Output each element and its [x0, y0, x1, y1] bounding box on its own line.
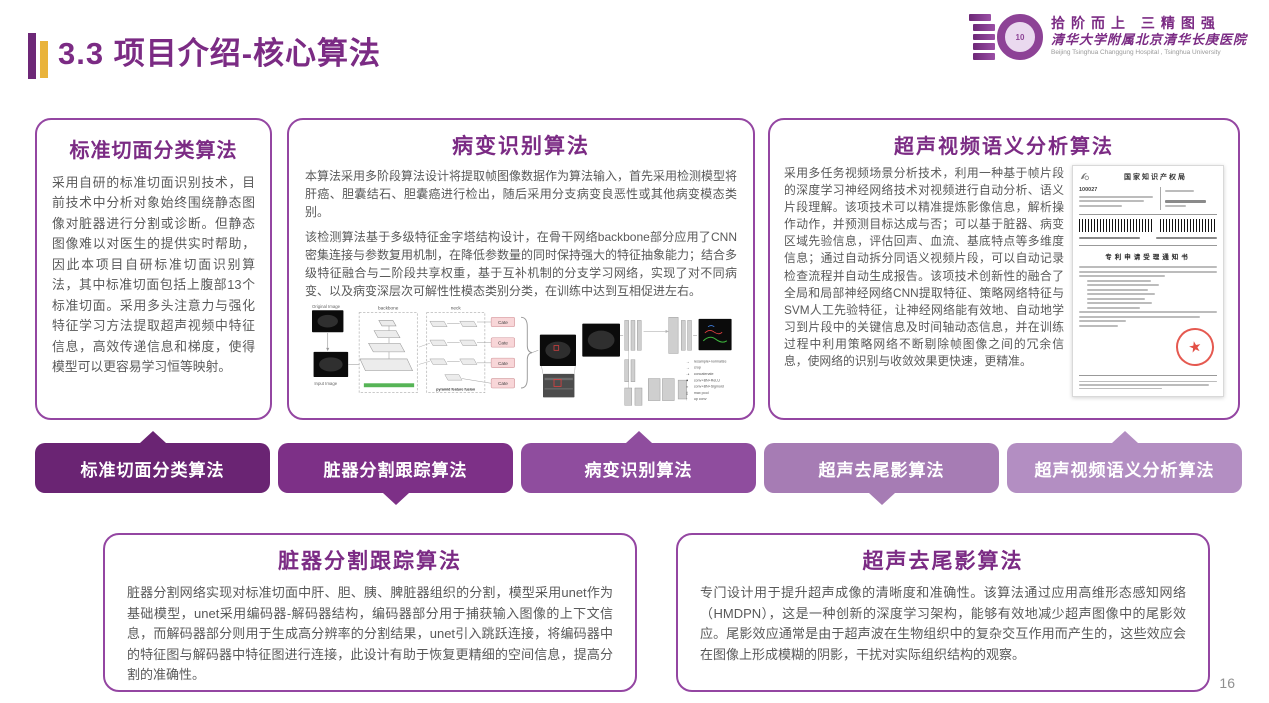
logo-slogan: 拾阶而上 三精图强 [1050, 15, 1221, 32]
network-architecture-diagram: Original Image Input Image backbone neck [312, 304, 732, 406]
cert-barcodes [1079, 218, 1217, 232]
banner-label: 脏器分割跟踪算法 [323, 460, 468, 480]
svg-text:conv+BN+Sigmoid: conv+BN+Sigmoid [694, 385, 724, 389]
card-title: 标准切面分类算法 [69, 140, 238, 162]
logo-numeral-zero-icon: 10 [996, 14, 1043, 60]
card-body: 专门设计用于提升超声成像的清晰度和准确性。该算法通过应用高维形态感知网络（HMD… [700, 585, 1186, 662]
unet-blocks [624, 317, 692, 406]
svg-text:concatenate: concatenate [694, 372, 714, 376]
arrow-up-icon [139, 431, 166, 443]
unet-legend: → resample+normalize → crop ⇢ concatenate ●… [686, 359, 726, 402]
svg-text:max pool: max pool [694, 391, 709, 395]
cate-outputs: Cate Cate Cate Cate [462, 317, 515, 389]
arrow-up-icon [625, 431, 652, 443]
hospital-logo: 10 拾阶而上 三精图强 清华大学附属北京清华长庚医院 Beijing Tsin… [968, 8, 1247, 64]
cate-label: Cate [498, 320, 508, 325]
flow-banner-standard-plane: 标准切面分类算法 [35, 431, 270, 493]
svg-text:crop: crop [694, 366, 701, 370]
cert-body-lines [1079, 264, 1217, 375]
banner-label: 病变识别算法 [584, 460, 693, 480]
hospital-name-cn: 清华大学附属北京清华长庚医院 [1050, 32, 1247, 48]
card-video-semantic-analysis: 超声视频语义分析算法 采用多任务视频场景分析技术，利用一种基于帧片段的深度学习神… [768, 118, 1240, 420]
logo-numeral-one-icon [968, 14, 995, 60]
flow-banner-lesion-recognition: 病变识别算法 [521, 431, 756, 493]
fusion-label: pyramid feature fusion [436, 387, 475, 391]
cert-agency: 国家知识产权局 [1124, 173, 1187, 181]
card-shadow-removal: 超声去尾影算法 专门设计用于提升超声成像的清晰度和准确性。该算法通过应用高维形态… [676, 533, 1210, 692]
neck-label: neck [451, 305, 462, 310]
page-title: 3.3 项目介绍-核心算法 [58, 36, 382, 71]
card-body: 脏器分割网络实现对标准切面中肝、胆、胰、脾脏器组织的分割，模型采用unet作为基… [127, 585, 613, 683]
arrow-down-icon [868, 493, 895, 505]
input-image-label: Input Image [314, 381, 337, 386]
svg-text:up conv: up conv [694, 397, 707, 401]
svg-text:⇢: ⇢ [686, 371, 690, 376]
card-standard-plane-classification: 标准切面分类算法 采用自研的标准切面识别技术，目前技术中分析对象始终围绕静态图像… [35, 118, 272, 420]
original-image-label: Original Image [312, 304, 341, 309]
banner-label: 超声去尾影算法 [818, 460, 945, 480]
svg-text:●: ● [686, 378, 689, 383]
backbone-label: backbone [378, 305, 399, 310]
svg-text:▯: ▯ [686, 390, 688, 395]
flow-banner-shadow-removal: 超声去尾影算法 [764, 443, 999, 505]
card-body-paragraph-1: 本算法采用多阶段算法设计将提取帧图像数据作为算法输入，首先采用检测模型将肝癌、胆… [305, 169, 738, 219]
card-body: 采用多任务视频场景分析技术，利用一种基于帧片段的深度学习神经网络技术对视频进行自… [784, 166, 1064, 369]
arrow-up-icon [1111, 431, 1138, 443]
card-title: 超声去尾影算法 [862, 550, 1024, 573]
svg-text:→: → [686, 365, 690, 370]
svg-text:◐: ◐ [686, 384, 688, 389]
logo-mark-number: 10 [1015, 32, 1025, 42]
banner-label: 标准切面分类算法 [80, 460, 225, 480]
svg-text:→: → [686, 359, 690, 364]
flow-banner-video-semantic: 超声视频语义分析算法 [1007, 431, 1242, 493]
ipo-logo-icon [1080, 172, 1089, 181]
cate-label: Cate [498, 361, 508, 366]
card-body: 采用自研的标准切面识别技术，目前技术中分析对象始终围绕静态图像对脏器进行分割或诊… [52, 175, 255, 375]
card-body-paragraph-2: 该检测算法基于多级特征金字塔结构设计，在骨干网络backbone部分应用了CNN… [305, 230, 738, 298]
lesion-zoom-thumb [543, 373, 575, 398]
flow-banner-organ-segmentation: 脏器分割跟踪算法 [278, 443, 513, 505]
cert-number: 100027 [1079, 187, 1098, 193]
svg-text:resample+normalize: resample+normalize [694, 359, 727, 363]
card-title: 脏器分割跟踪算法 [278, 550, 462, 573]
arrow-down-icon [382, 493, 409, 505]
svg-text:conv+BN+ReLU: conv+BN+ReLU [694, 378, 720, 382]
hospital-name-en: Beijing Tsinghua Changgung Hospital , Ts… [1050, 48, 1221, 56]
card-title: 超声视频语义分析算法 [894, 136, 1114, 158]
logo-text: 拾阶而上 三精图强 清华大学附属北京清华长庚医院 Beijing Tsinghu… [1051, 15, 1247, 57]
card-title: 病变识别算法 [452, 135, 590, 158]
cert-footer-lines [1079, 374, 1217, 392]
svg-text:↑: ↑ [686, 397, 688, 402]
cert-title: 专利申请受理通知书 [1105, 253, 1191, 261]
card-organ-segmentation: 脏器分割跟踪算法 脏器分割网络实现对标准切面中肝、胆、胰、脾脏器组织的分割，模型… [103, 533, 637, 692]
focus-block [363, 383, 415, 388]
patent-certificate: 国家知识产权局 100027 [1072, 165, 1224, 397]
title-accent-bar-gold [40, 41, 48, 78]
cate-label: Cate [498, 340, 508, 345]
card-lesion-recognition: 病变识别算法 本算法采用多阶段算法设计将提取帧图像数据作为算法输入，首先采用检测… [287, 118, 755, 420]
anniversary-10-logo-icon: 10 [968, 8, 1043, 64]
cate-label: Cate [498, 381, 508, 386]
page-number: 16 [1219, 675, 1235, 691]
title-accent-bar-purple [28, 33, 36, 79]
unet-output-thumb [698, 318, 732, 351]
brace [520, 316, 533, 389]
banner-label: 超声视频语义分析算法 [1034, 460, 1215, 480]
